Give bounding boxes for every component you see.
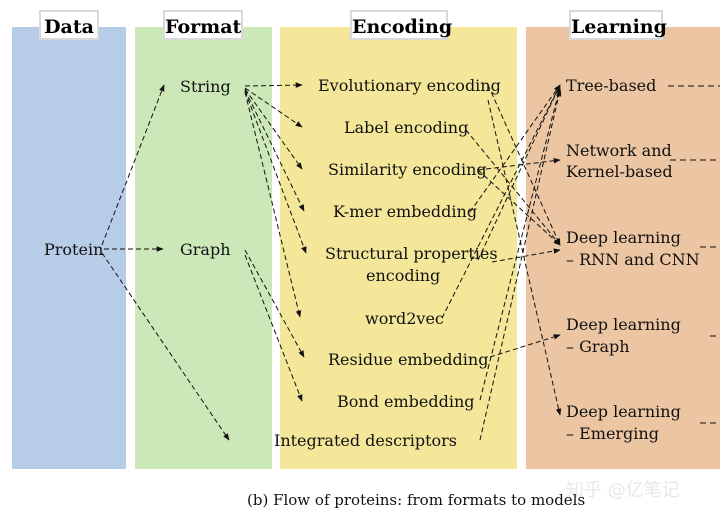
- node-graph-model: – Graph: [566, 337, 630, 356]
- data-header: Data: [39, 10, 99, 40]
- node-word2vec: word2vec: [365, 309, 444, 328]
- node-deep-learning-graph: Deep learning: [566, 315, 681, 334]
- node-residue-embedding: Residue embedding: [328, 350, 489, 369]
- learning-column: [526, 27, 720, 469]
- figure-caption: (b) Flow of proteins: from formats to mo…: [247, 491, 586, 509]
- arrow-label-deep-rnn: [465, 129, 561, 246]
- node-deep-learning-rnn: Deep learning: [566, 228, 681, 247]
- arrow-string-kmer: [244, 89, 305, 212]
- node-structural-properties: Structural properties: [325, 244, 498, 263]
- node-bond-embedding: Bond embedding: [337, 392, 475, 411]
- arrow-bond-tree: [479, 86, 562, 401]
- encoding-column: [280, 27, 517, 469]
- format-header: Format: [163, 10, 243, 40]
- arrow-integrated-tree: [479, 89, 562, 441]
- arrow-string-word2vec: [244, 91, 302, 318]
- node-kmer-embedding: K-mer embedding: [333, 202, 478, 221]
- node-deep-learning-emerging: Deep learning: [566, 402, 681, 421]
- arrow-residue-deep-graph: [489, 334, 561, 358]
- arrow-string-evolutionary: [244, 82, 303, 88]
- arrow-string-structural: [244, 90, 307, 254]
- arrow-evolutionary-deep-emerging: [487, 99, 562, 416]
- arrow-protein-string: [101, 84, 165, 246]
- node-label-encoding: Label encoding: [344, 118, 469, 137]
- watermark: 知乎 @亿笔记: [566, 480, 680, 501]
- arrow-string-similarity: [244, 88, 303, 170]
- node-integrated-descriptors: Integrated descriptors: [274, 431, 457, 450]
- arrow-structural-deep-rnn: [491, 248, 561, 263]
- arrow-kmer-tree: [469, 84, 561, 213]
- data-column: [12, 27, 126, 469]
- node-emerging: – Emerging: [566, 424, 659, 443]
- arrow-string-label: [244, 87, 303, 128]
- node-kernel-based: Kernel-based: [566, 162, 673, 181]
- arrow-graph-residue: [244, 249, 305, 358]
- node-network-and: Network and: [566, 141, 672, 160]
- node-graph: Graph: [180, 240, 231, 259]
- learning-header: Learning: [569, 10, 667, 40]
- encoding-header: Encoding: [350, 10, 452, 40]
- node-string: String: [180, 77, 231, 96]
- node-evolutionary-encoding: Evolutionary encoding: [318, 76, 501, 95]
- arrow-similarity-deep-rnn: [477, 169, 561, 246]
- node-protein: Protein: [44, 240, 104, 259]
- arrow-word2vec-tree: [441, 84, 561, 319]
- arrow-evolutionary-deep-rnn: [487, 84, 561, 246]
- node-tree-based: Tree-based: [566, 76, 657, 95]
- node-structural-encoding: encoding: [366, 266, 441, 285]
- arrow-structural-tree: [477, 84, 561, 261]
- arrow-graph-bond: [244, 254, 303, 402]
- arrow-protein-integrated: [101, 252, 230, 441]
- node-similarity-encoding: Similarity encoding: [328, 160, 487, 179]
- node-rnn-and-cnn: – RNN and CNN: [566, 250, 700, 269]
